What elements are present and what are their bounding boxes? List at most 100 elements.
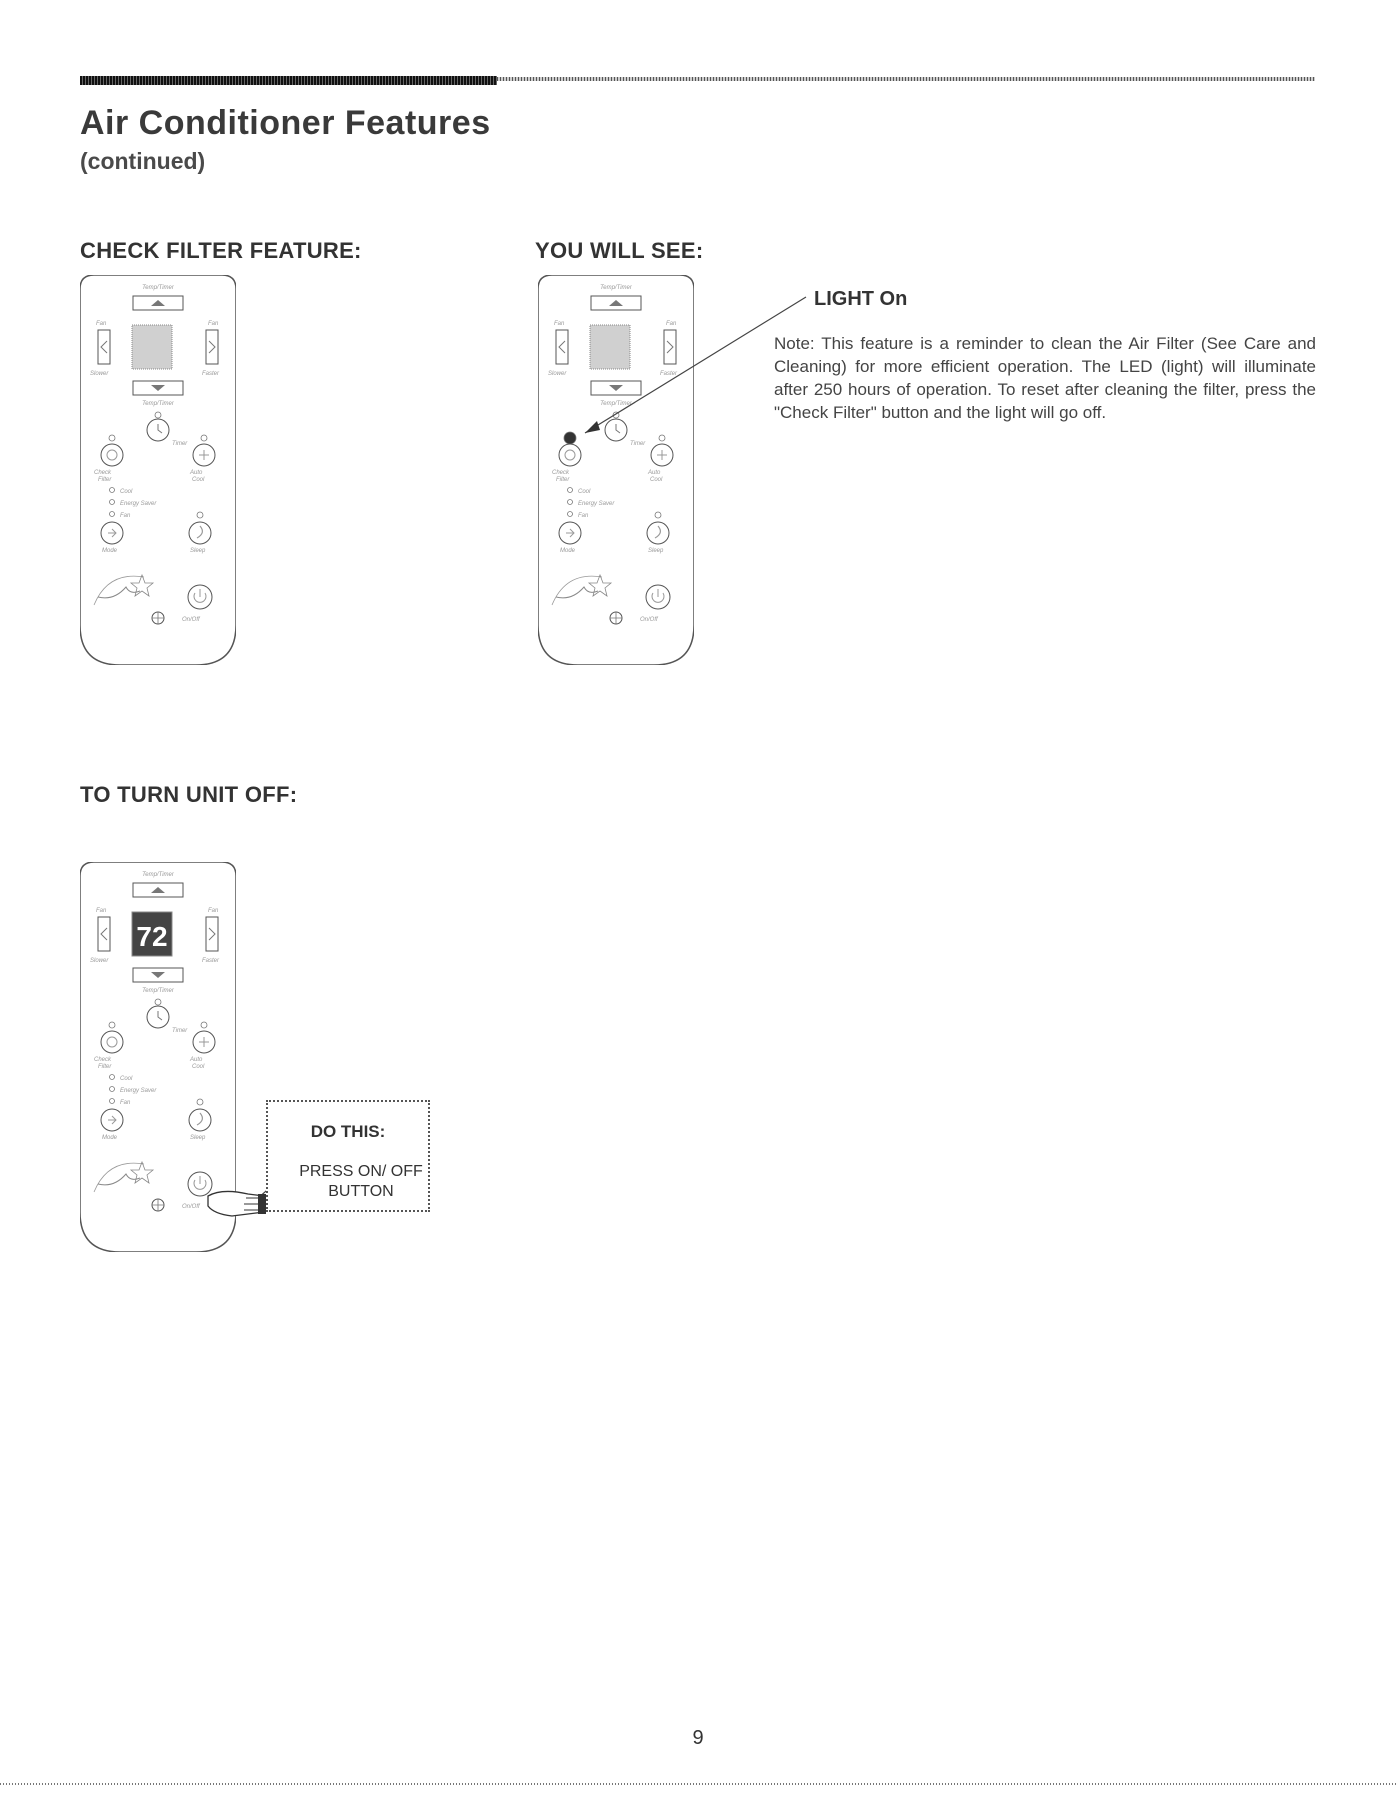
on-off-label: On/Off xyxy=(182,617,201,623)
do-this-box: DO THIS: PRESS ON/ OFF BUTTON xyxy=(266,1100,430,1212)
control-panel-light-on: Temp/Timer Fan Fan Slower Faster Temp/Ti… xyxy=(538,275,694,665)
fan-mode-label: Fan xyxy=(120,513,131,519)
temp-timer-label: Temp/Timer xyxy=(600,285,633,291)
energy-saver-led xyxy=(109,1086,115,1092)
check-filter-heading: CHECK FILTER FEATURE: xyxy=(80,238,362,263)
cool-led xyxy=(567,487,573,493)
temp-timer-label-2: Temp/Timer xyxy=(142,401,175,407)
check-filter-note: Note: This feature is a reminder to clea… xyxy=(774,334,1316,422)
fan-mode-label: Fan xyxy=(578,513,589,519)
fan-slower-button[interactable] xyxy=(97,329,111,365)
snowflake-icon xyxy=(199,1037,209,1047)
header-rule-dark xyxy=(80,76,497,85)
mode-label: Mode xyxy=(560,548,576,554)
fan-faster-button[interactable] xyxy=(663,329,677,365)
on-off-label: On/Off xyxy=(640,617,659,623)
digital-display xyxy=(589,324,631,370)
fan-mode-led xyxy=(109,511,115,517)
check-label: Check xyxy=(94,470,112,476)
check-filter-button[interactable] xyxy=(100,443,124,467)
sleep-label: Sleep xyxy=(190,548,206,554)
on-off-label: On/Off xyxy=(182,1204,201,1210)
arrow-left-icon xyxy=(100,927,108,941)
timer-label: Timer xyxy=(172,1028,188,1034)
mode-icon xyxy=(566,528,575,538)
energy-saver-led xyxy=(109,499,115,505)
timer-led xyxy=(154,998,162,1006)
timer-led xyxy=(154,411,162,419)
temp-timer-label: Temp/Timer xyxy=(142,872,175,878)
control-panel-check-filter: Temp/Timer Fan Fan Slower Faster Temp/Ti… xyxy=(80,275,236,665)
moon-icon xyxy=(196,525,203,539)
cool-label: Cool xyxy=(120,1076,133,1082)
sleep-led xyxy=(196,511,204,519)
auto-label: Auto xyxy=(189,1057,203,1063)
check-label: Check xyxy=(94,1057,112,1063)
arrow-down-icon xyxy=(151,385,165,391)
fan-slower-button[interactable] xyxy=(555,329,569,365)
slower-label: Slower xyxy=(548,371,567,377)
digital-display xyxy=(131,324,173,370)
mode-label: Mode xyxy=(102,548,118,554)
cool-sub-label: Cool xyxy=(192,1064,205,1070)
arrow-left-icon xyxy=(558,340,566,354)
timer-label: Timer xyxy=(630,441,646,447)
sleep-button[interactable] xyxy=(646,521,670,545)
sleep-button[interactable] xyxy=(188,1108,212,1132)
auto-label: Auto xyxy=(189,470,203,476)
fan-faster-button[interactable] xyxy=(205,329,219,365)
fan-left-label: Fan xyxy=(554,321,565,327)
filter-icon xyxy=(106,449,118,461)
auto-cool-led xyxy=(658,434,666,442)
faster-label: Faster xyxy=(202,958,220,964)
energy-star-logo xyxy=(551,573,613,606)
arrow-left-icon xyxy=(100,340,108,354)
energy-saver-label: Energy Saver xyxy=(120,1088,157,1094)
footer-rule xyxy=(0,1783,1396,1785)
digital-display xyxy=(131,911,173,957)
page-subtitle: (continued) xyxy=(80,148,206,174)
panel-outline xyxy=(80,275,236,665)
timer-led xyxy=(612,411,620,419)
arrow-up-icon xyxy=(151,300,165,306)
fan-slower-button[interactable] xyxy=(97,916,111,952)
fan-mode-led xyxy=(567,511,573,517)
header-rule-light xyxy=(497,77,1315,81)
energy-saver-label: Energy Saver xyxy=(120,501,157,507)
light-on-label: LIGHT On xyxy=(814,288,908,310)
timer-label: Timer xyxy=(172,441,188,447)
arrow-right-icon xyxy=(208,340,216,354)
page-title: Air Conditioner Features xyxy=(80,104,491,142)
temp-timer-label: Temp/Timer xyxy=(142,285,175,291)
slower-label: Slower xyxy=(90,371,109,377)
check-filter-button[interactable] xyxy=(100,1030,124,1054)
sleep-label: Sleep xyxy=(648,548,664,554)
sleep-button[interactable] xyxy=(188,521,212,545)
page-number: 9 xyxy=(692,1727,704,1749)
faster-label: Faster xyxy=(202,371,220,377)
check-label: Check xyxy=(552,470,570,476)
filter-label: Filter xyxy=(556,477,570,483)
filter-label: Filter xyxy=(98,477,112,483)
cool-sub-label: Cool xyxy=(650,477,663,483)
temp-timer-label-2: Temp/Timer xyxy=(600,401,633,407)
moon-icon xyxy=(196,1112,203,1126)
arrow-up-icon xyxy=(151,887,165,893)
filter-label: Filter xyxy=(98,1064,112,1070)
snowflake-icon xyxy=(657,450,667,460)
fan-right-label: Fan xyxy=(208,321,219,327)
fan-faster-button[interactable] xyxy=(205,916,219,952)
sleep-label: Sleep xyxy=(190,1135,206,1141)
fan-left-label: Fan xyxy=(96,321,107,327)
slower-label: Slower xyxy=(90,958,109,964)
filter-icon xyxy=(106,1036,118,1048)
check-filter-button[interactable] xyxy=(558,443,582,467)
check-filter-led xyxy=(563,431,577,445)
cool-led xyxy=(109,1074,115,1080)
energy-saver-led xyxy=(567,499,573,505)
faster-label: Faster xyxy=(660,371,678,377)
auto-cool-led xyxy=(200,1021,208,1029)
auto-cool-led xyxy=(200,434,208,442)
check-filter-led xyxy=(108,434,116,442)
power-icon xyxy=(651,589,665,603)
